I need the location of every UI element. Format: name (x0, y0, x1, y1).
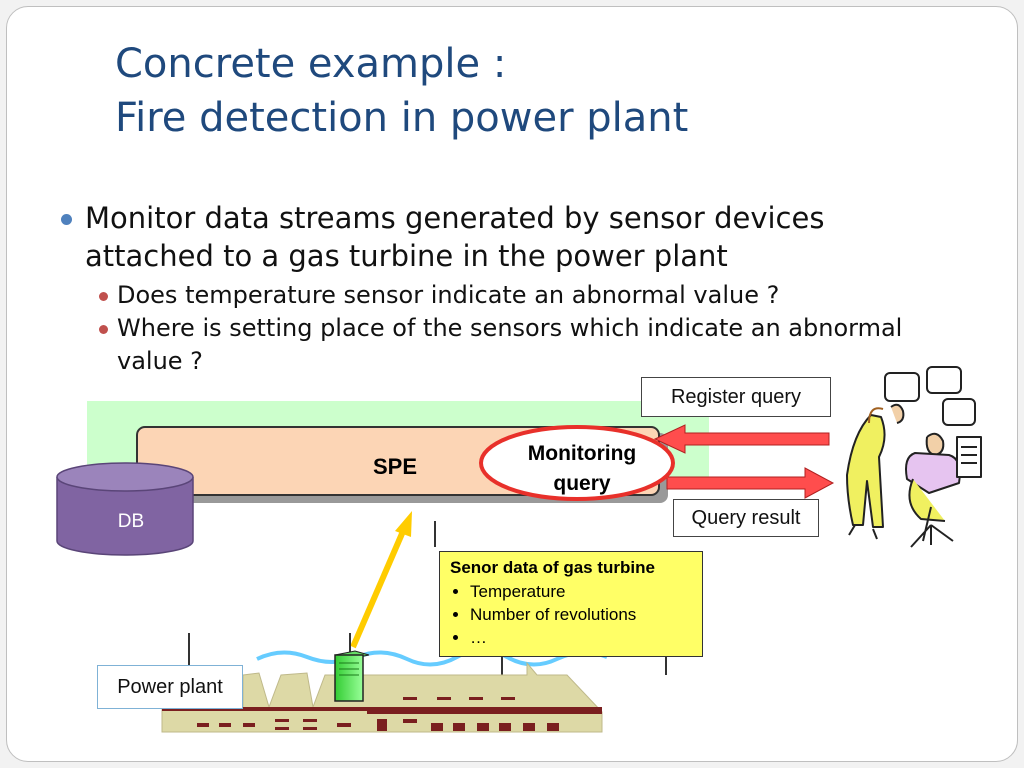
bullet-sub-1: Does temperature sensor indicate an abno… (55, 279, 925, 312)
server-icon (334, 650, 370, 702)
slide: Concrete example : Fire detection in pow… (6, 6, 1018, 762)
bullet-dot (99, 292, 108, 301)
sensor-data-item: Number of revolutions (470, 603, 702, 626)
query-result-arrow (666, 467, 835, 499)
db-label: DB (117, 511, 145, 532)
query-result-label: Query result (673, 499, 819, 537)
sensor-data-item: Temperature (470, 580, 702, 603)
sensor-data-list: Temperature Number of revolutions … (450, 580, 702, 649)
pipe-wave (256, 648, 608, 667)
spe-label: SPE (373, 454, 418, 479)
bullet-main: Monitor data streams generated by sensor… (55, 199, 925, 275)
title-line-2: Fire detection in power plant (115, 95, 689, 141)
people-icon (846, 366, 982, 548)
sensor-data-heading: Senor data of gas turbine (450, 558, 655, 577)
bullet-dot (99, 325, 108, 334)
bullet-main-text: Monitor data streams generated by sensor… (85, 201, 825, 273)
monitoring-query-ellipse (479, 425, 675, 501)
bullet-sub-2: Where is setting place of the sensors wh… (55, 312, 925, 378)
monitoring-query-line-1: Monitoring (527, 442, 637, 465)
bullet-sub-2-text: Where is setting place of the sensors wh… (117, 314, 903, 375)
sensor-data-arrow (350, 511, 412, 649)
bullet-dot (61, 214, 72, 225)
register-query-label: Register query (641, 377, 831, 417)
diagram-canvas (56, 366, 982, 733)
sensor-data-box: Senor data of gas turbine Temperature Nu… (439, 551, 703, 657)
power-plant-label: Power plant (97, 665, 243, 709)
monitoring-query-label: Monitoring query (497, 439, 667, 499)
monitoring-query-line-2: query (553, 472, 611, 495)
slide-title: Concrete example : Fire detection in pow… (115, 37, 688, 145)
sensor-data-item: … (470, 626, 702, 649)
bullet-sub-1-text: Does temperature sensor indicate an abno… (117, 281, 780, 309)
db-cylinder (56, 462, 194, 556)
title-line-1: Concrete example : (115, 41, 507, 87)
register-query-arrow (653, 424, 830, 454)
bullet-list: Monitor data streams generated by sensor… (55, 199, 925, 378)
factory-illustration (161, 661, 603, 733)
